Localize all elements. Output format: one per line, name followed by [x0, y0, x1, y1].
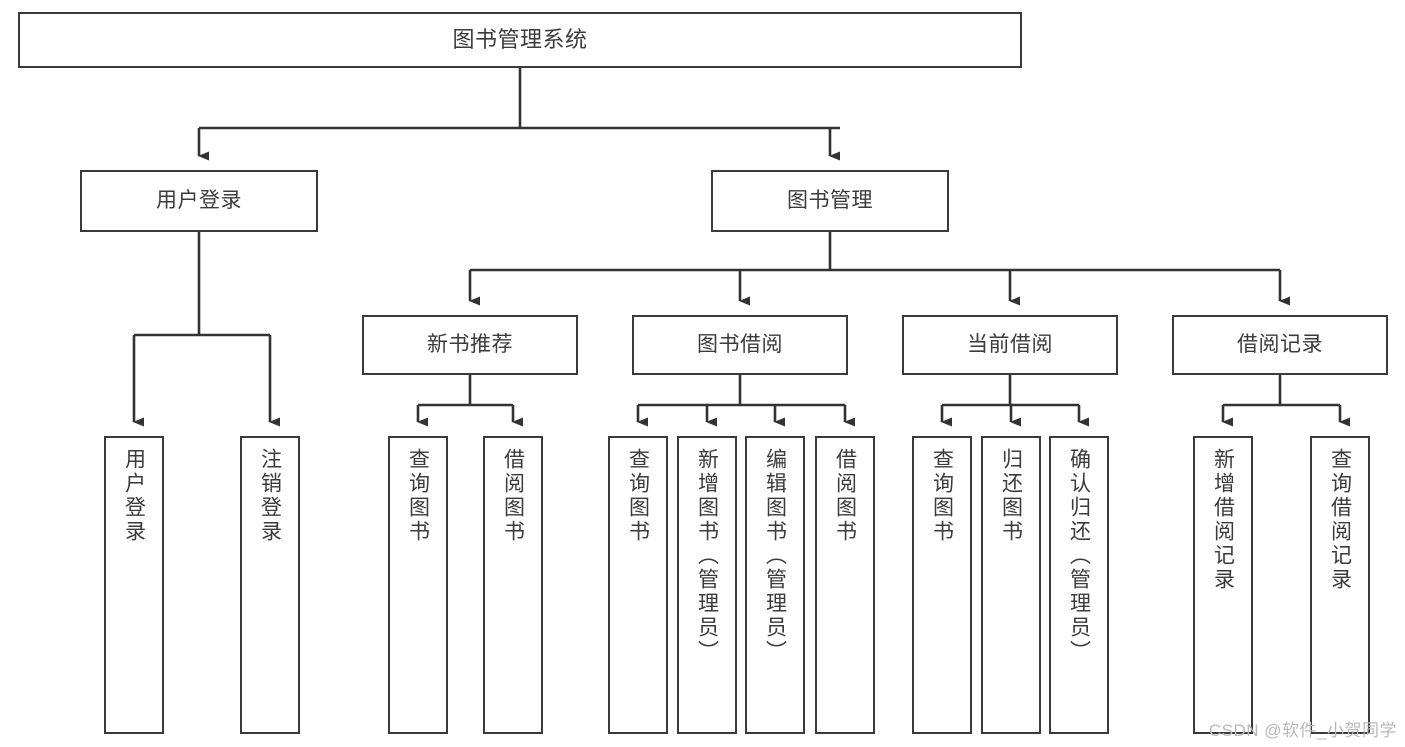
node-label: 确认归还（管理员）: [1067, 448, 1091, 664]
node-label: 新增图书（管理员）: [695, 448, 719, 664]
leaf-borrow-record-add-record[interactable]: 新增借阅记录: [1193, 436, 1253, 734]
node-label: 查询借阅记录: [1328, 448, 1352, 592]
node-label: 当前借阅: [967, 332, 1053, 356]
leaf-book-borrow-borrow-book[interactable]: 借阅图书: [815, 436, 875, 734]
node-label: 图书管理: [787, 188, 873, 212]
node-current-borrow[interactable]: 当前借阅: [902, 315, 1118, 375]
leaf-new-book-borrow-book[interactable]: 借阅图书: [483, 436, 543, 734]
node-book-borrow[interactable]: 图书借阅: [632, 315, 848, 375]
node-label: 新增借阅记录: [1211, 448, 1235, 592]
node-label: 借阅图书: [833, 448, 857, 544]
leaf-current-borrow-confirm-return-admin[interactable]: 确认归还（管理员）: [1049, 436, 1109, 734]
node-new-book-recommend[interactable]: 新书推荐: [362, 315, 578, 375]
node-label: 编辑图书（管理员）: [763, 448, 787, 664]
node-book-management[interactable]: 图书管理: [711, 170, 949, 232]
node-label: 注销登录: [258, 448, 282, 544]
node-label: 查询图书: [626, 448, 650, 544]
node-label: 图书借阅: [697, 332, 783, 356]
leaf-current-borrow-query-book[interactable]: 查询图书: [912, 436, 972, 734]
leaf-book-borrow-edit-book-admin[interactable]: 编辑图书（管理员）: [745, 436, 805, 734]
leaf-user-login-user-login[interactable]: 用户登录: [104, 436, 164, 734]
leaf-borrow-record-query-record[interactable]: 查询借阅记录: [1310, 436, 1370, 734]
node-root-book-management-system[interactable]: 图书管理系统: [18, 12, 1022, 68]
node-label: 用户登录: [122, 448, 146, 544]
watermark: CSDN @软件_小贺同学: [1208, 721, 1397, 740]
node-borrow-record[interactable]: 借阅记录: [1172, 315, 1388, 375]
leaf-new-book-query-book[interactable]: 查询图书: [388, 436, 448, 734]
node-label: 图书管理系统: [452, 27, 588, 53]
node-label: 查询图书: [406, 448, 430, 544]
node-label: 归还图书: [999, 448, 1023, 544]
leaf-book-borrow-query-book[interactable]: 查询图书: [608, 436, 668, 734]
node-user-login[interactable]: 用户登录: [80, 170, 318, 232]
node-label: 借阅图书: [501, 448, 525, 544]
node-label: 新书推荐: [427, 332, 513, 356]
node-label: 用户登录: [156, 188, 242, 212]
leaf-current-borrow-return-book[interactable]: 归还图书: [981, 436, 1041, 734]
leaf-user-login-logout[interactable]: 注销登录: [240, 436, 300, 734]
node-label: 借阅记录: [1237, 332, 1323, 356]
leaf-book-borrow-add-book-admin[interactable]: 新增图书（管理员）: [677, 436, 737, 734]
node-label: 查询图书: [930, 448, 954, 544]
